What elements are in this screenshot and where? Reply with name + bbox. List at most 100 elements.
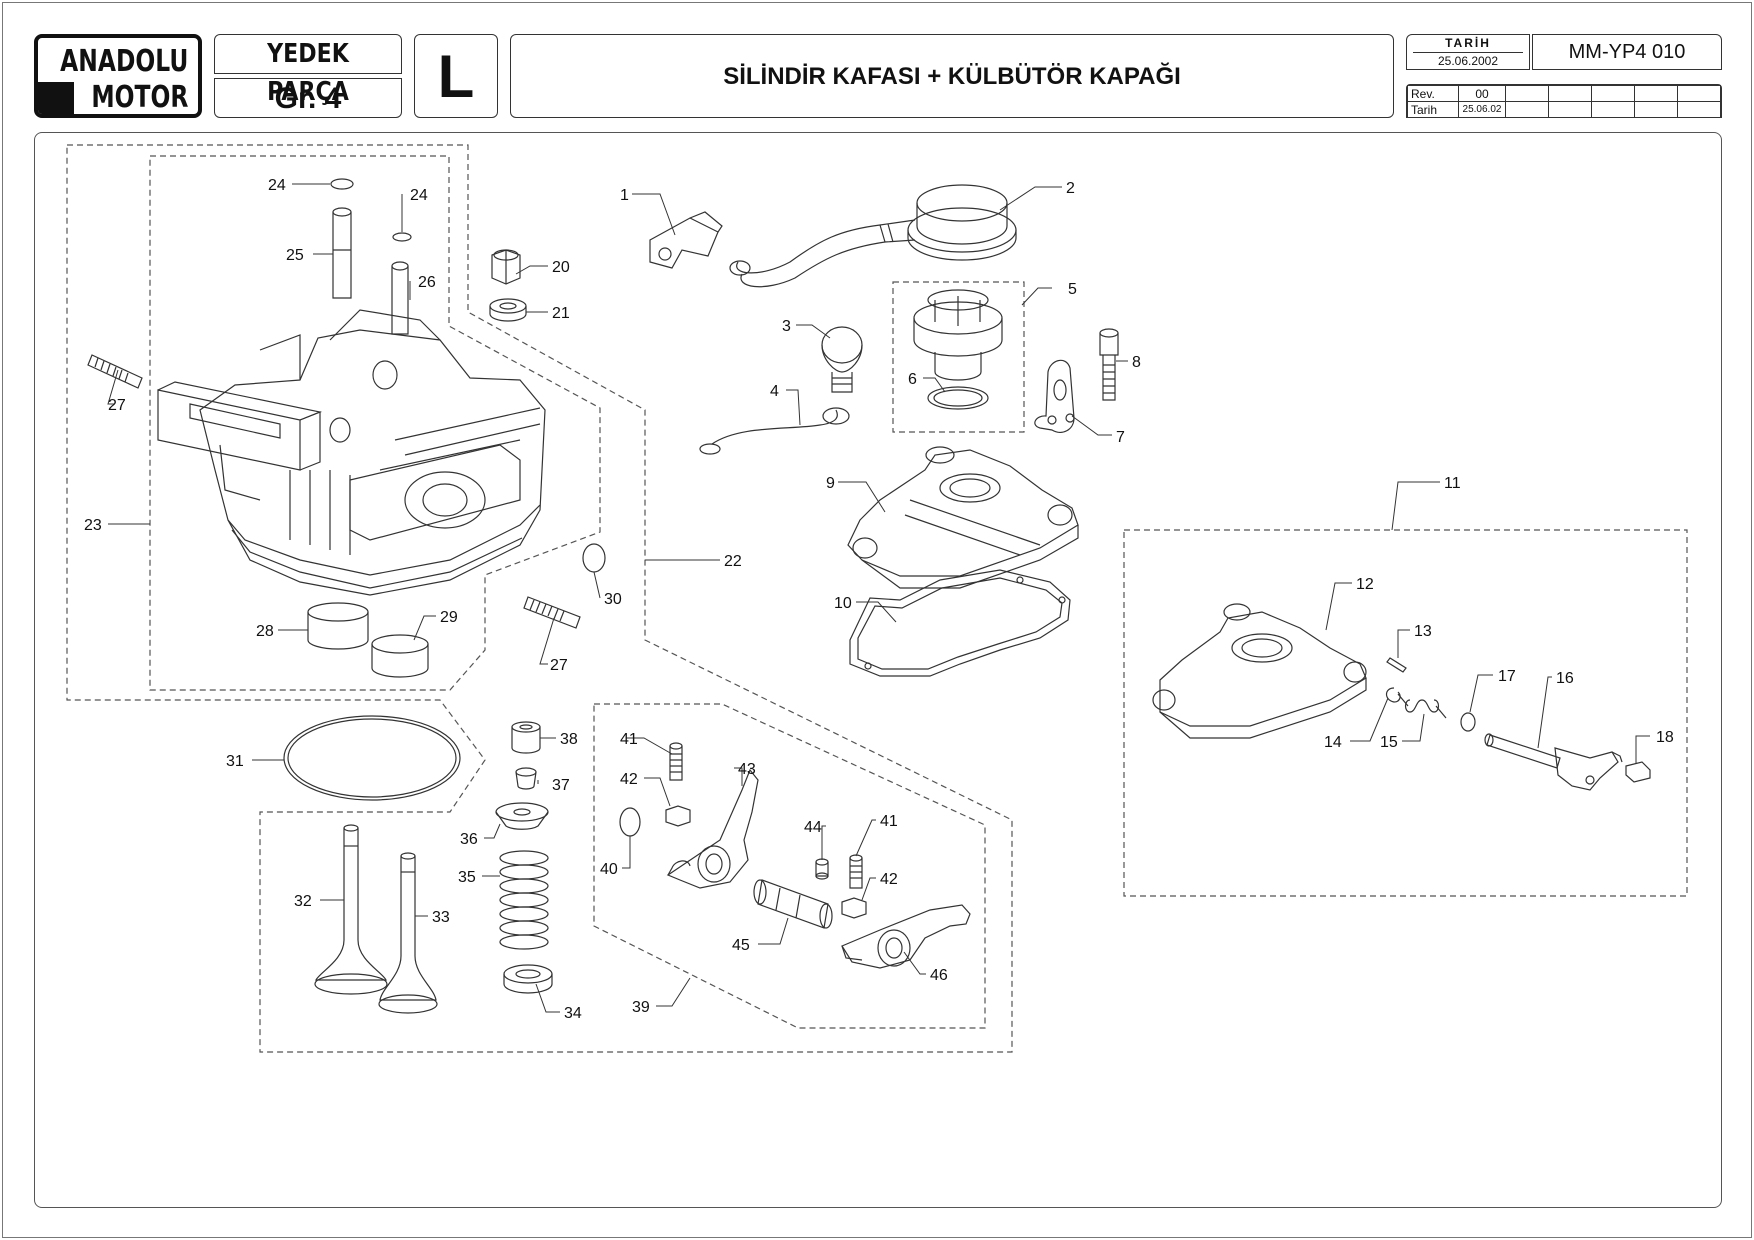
rocker-arm-exhaust-icon bbox=[841, 904, 971, 969]
valve-guide-icon bbox=[330, 178, 412, 335]
company-logo: ANADOLU MOTOR bbox=[34, 34, 202, 118]
model-letter: L bbox=[414, 34, 498, 118]
callout-29: 29 bbox=[440, 609, 458, 626]
callout-42b: 42 bbox=[880, 871, 898, 888]
callout-45: 45 bbox=[732, 937, 750, 954]
cylinder-head-icon bbox=[157, 309, 546, 596]
callout-3: 3 bbox=[782, 318, 791, 335]
callout-35: 35 bbox=[458, 869, 476, 886]
valve-keeper-icon bbox=[515, 767, 537, 790]
callout-12: 12 bbox=[1356, 576, 1374, 593]
callout-36: 36 bbox=[460, 831, 478, 848]
plug-icon bbox=[582, 543, 606, 573]
callout-26: 26 bbox=[418, 274, 436, 291]
callout-22: 22 bbox=[724, 553, 742, 570]
group-outline-22 bbox=[66, 144, 1013, 1053]
o-ring-icon bbox=[1460, 712, 1476, 732]
callout-33: 33 bbox=[432, 909, 450, 926]
callout-39: 39 bbox=[632, 999, 650, 1016]
rocker-shaft-icon bbox=[753, 879, 833, 929]
callout-44: 44 bbox=[804, 819, 822, 836]
breather-hose-icon bbox=[729, 184, 1017, 288]
callout-46: 46 bbox=[930, 967, 948, 984]
document-code: MM-YP4 010 bbox=[1532, 34, 1722, 70]
stud-bolt-icon bbox=[87, 354, 581, 629]
section-title: YEDEK PARÇA bbox=[214, 34, 402, 107]
callout-34: 34 bbox=[564, 1005, 582, 1022]
bracket-icon bbox=[1034, 359, 1075, 433]
callout-31: 31 bbox=[226, 753, 244, 770]
callout-15: 15 bbox=[1380, 734, 1398, 751]
decompression-cover-icon bbox=[1152, 603, 1367, 739]
callout-28: 28 bbox=[256, 623, 274, 640]
date-value: 25.06.2002 bbox=[1437, 54, 1499, 68]
callout-16: 16 bbox=[1556, 670, 1574, 687]
head-gasket-ring-icon bbox=[283, 715, 461, 801]
callout-1: 1 bbox=[620, 187, 629, 204]
callout-25: 25 bbox=[286, 247, 304, 264]
torsion-spring-icon bbox=[1397, 693, 1447, 719]
pad-icon bbox=[1625, 761, 1651, 783]
spring-retainer-icon bbox=[495, 802, 549, 830]
adjusting-screw-icon bbox=[669, 742, 863, 889]
revision-table: Rev. 00 Tarih 25.06.02 bbox=[1406, 84, 1722, 118]
date-label: TARİH bbox=[1445, 36, 1491, 50]
callout-24a: 24 bbox=[268, 177, 286, 194]
callout-24b: 24 bbox=[410, 187, 428, 204]
callout-27a: 27 bbox=[108, 397, 126, 414]
rocker-cover-icon bbox=[847, 446, 1079, 589]
callout-41b: 41 bbox=[880, 813, 898, 830]
spring-seat-icon bbox=[503, 964, 553, 994]
callout-11: 11 bbox=[1444, 475, 1461, 492]
valve-seat-icon bbox=[307, 602, 429, 678]
logo-line-2: MOTOR bbox=[90, 80, 188, 115]
pin-icon bbox=[1386, 657, 1407, 673]
clamp-icon bbox=[649, 211, 723, 269]
bushing-icon bbox=[815, 858, 829, 880]
callout-18: 18 bbox=[1656, 729, 1674, 746]
callout-17: 17 bbox=[1498, 668, 1516, 685]
drawing-title: SİLİNDİR KAFASI + KÜLBÜTÖR KAPAĞI bbox=[510, 34, 1394, 118]
date-box: TARİH 25.06.2002 bbox=[1406, 34, 1530, 70]
group-outline-39 bbox=[593, 703, 986, 1029]
group-outline-5 bbox=[892, 281, 1025, 433]
callout-43: 43 bbox=[738, 761, 756, 778]
callout-5: 5 bbox=[1068, 281, 1077, 298]
circlip-icon bbox=[1385, 687, 1401, 703]
thrust-washer-icon bbox=[619, 807, 641, 837]
logo-line-1: ANADOLU bbox=[59, 44, 188, 79]
intake-valve-icon bbox=[314, 824, 388, 995]
callout-30: 30 bbox=[604, 591, 622, 608]
callout-6: 6 bbox=[908, 371, 917, 388]
logo-black-square bbox=[38, 82, 74, 114]
diagram-frame bbox=[34, 132, 1722, 1208]
callout-42a: 42 bbox=[620, 771, 638, 788]
callout-37: 37 bbox=[552, 777, 570, 794]
filler-cap-icon bbox=[913, 289, 1003, 410]
callout-40: 40 bbox=[600, 861, 618, 878]
callout-41a: 41 bbox=[620, 731, 638, 748]
callout-38: 38 bbox=[560, 731, 578, 748]
callout-10: 10 bbox=[834, 595, 852, 612]
rev-date-label: Tarih bbox=[1407, 101, 1459, 118]
exhaust-valve-icon bbox=[378, 852, 438, 1014]
callout-20: 20 bbox=[552, 259, 570, 276]
callout-8: 8 bbox=[1132, 354, 1141, 371]
callout-23: 23 bbox=[84, 517, 102, 534]
group-outline-23 bbox=[149, 155, 601, 691]
callout-27b: 27 bbox=[550, 657, 568, 674]
callout-14: 14 bbox=[1324, 734, 1342, 751]
rocker-arm-icon bbox=[666, 768, 759, 889]
cap-screw-icon bbox=[1099, 328, 1119, 401]
decompression-shaft-icon bbox=[1484, 733, 1623, 791]
callout-21: 21 bbox=[552, 305, 570, 322]
callout-7: 7 bbox=[1116, 429, 1125, 446]
callout-13: 13 bbox=[1414, 623, 1432, 640]
callout-32: 32 bbox=[294, 893, 312, 910]
group-outline-11 bbox=[1123, 529, 1688, 897]
callout-2: 2 bbox=[1066, 180, 1075, 197]
valve-spring-icon bbox=[499, 850, 549, 950]
washer-icon bbox=[489, 298, 527, 322]
